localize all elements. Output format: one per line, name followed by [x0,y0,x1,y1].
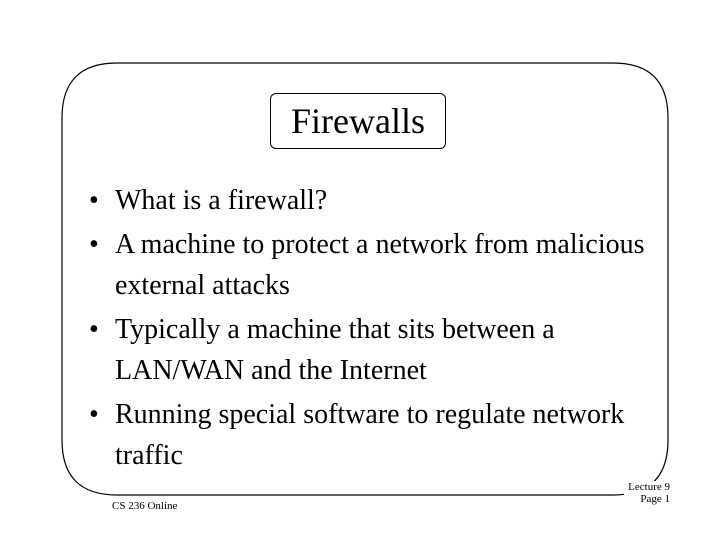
bullet-text: A machine to protect a network from mali… [115,229,645,301]
bullet-item: • What is a firewall? [88,180,648,221]
footer-page: Page 1 [640,493,670,505]
bullet-item: • A machine to protect a network from ma… [88,224,648,306]
bullet-text: Typically a machine that sits between a … [115,314,555,386]
bullet-item: • Typically a machine that sits between … [88,309,648,391]
bullet-text: Running special software to regulate net… [115,399,625,471]
footer-page-info: Lecture 9 Page 1 [624,481,670,505]
bullet-item: • Running special software to regulate n… [88,394,648,476]
footer-lecture: Lecture 9 [628,481,670,493]
bullet-dot-icon: • [89,185,99,216]
bullet-dot-icon: • [89,314,99,345]
slide-title: Firewalls [291,101,425,141]
bullet-dot-icon: • [89,229,99,260]
bullet-dot-icon: • [89,399,99,430]
rounded-border [61,62,669,496]
footer-course: CS 236 Online [110,500,180,512]
bullet-text: What is a firewall? [115,185,328,216]
title-box: Firewalls [270,93,446,149]
bullet-list: • What is a firewall? • A machine to pro… [88,180,648,479]
